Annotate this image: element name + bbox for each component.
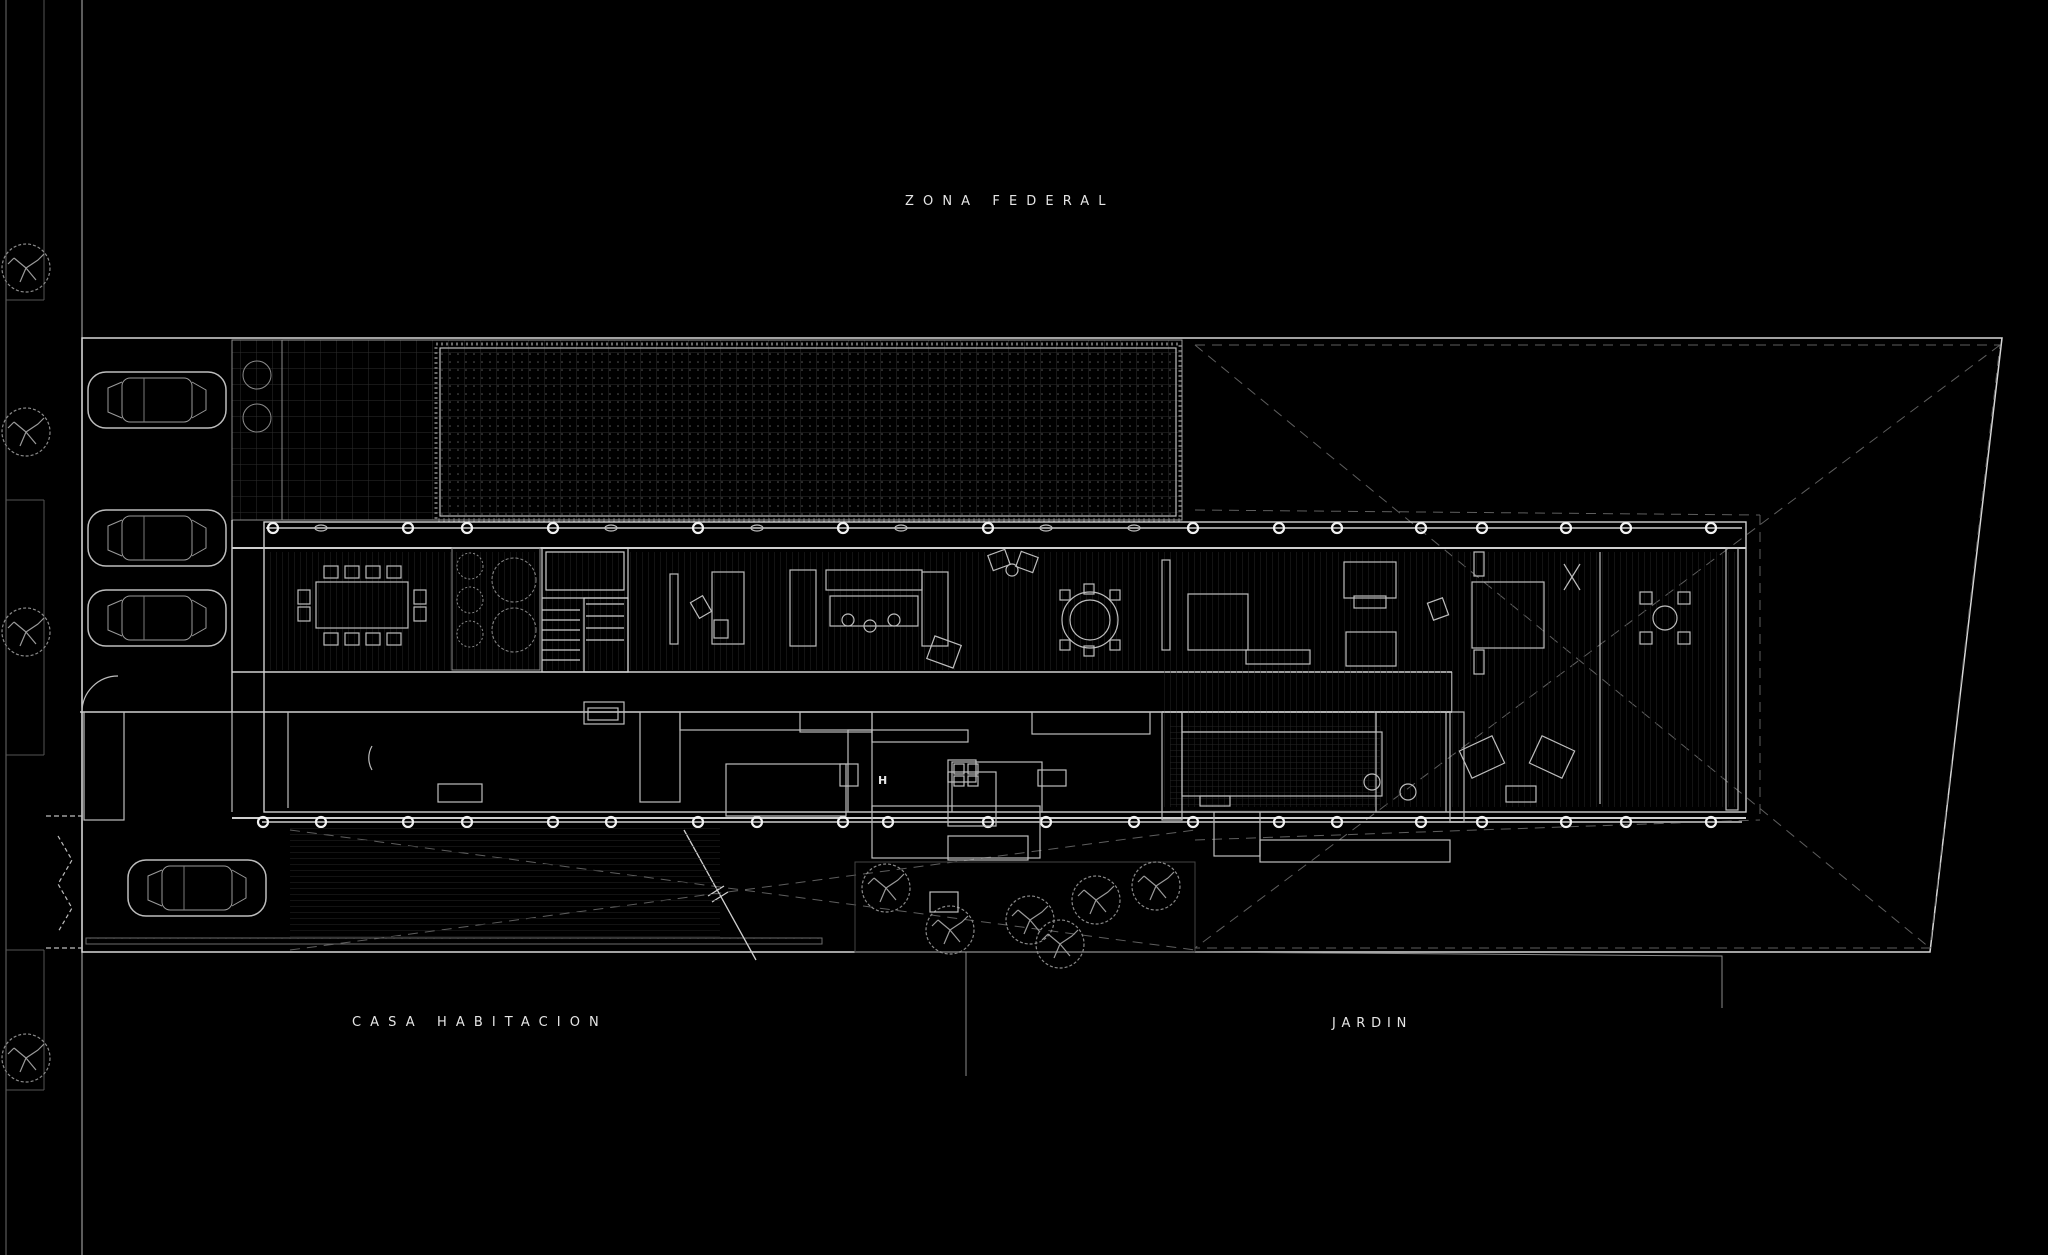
property-boundary [81, 337, 2003, 953]
column-row-north [266, 521, 1742, 535]
street-trees [1, 243, 51, 1083]
label-jardin: JARDIN [1332, 1016, 1413, 1031]
interior-planter [451, 547, 541, 671]
label-casa-habitacion: CASA HABITACION [352, 1015, 608, 1030]
closet-floor [1170, 725, 1380, 815]
dining-table [297, 565, 427, 646]
staircase [541, 547, 629, 673]
drive-ramp [290, 828, 757, 961]
garden-trees [854, 861, 1196, 969]
garden-boundary [965, 951, 1723, 1076]
column-row-south [256, 815, 1742, 829]
label-zona-federal: ZONA FEDERAL [905, 194, 1115, 209]
living-room-furniture [669, 548, 1121, 669]
service-wing [231, 701, 1576, 863]
bedroom-suites [1161, 547, 1739, 811]
street-edge [5, 0, 83, 1255]
pool-area [231, 339, 1183, 522]
service-mark: H [878, 774, 887, 787]
